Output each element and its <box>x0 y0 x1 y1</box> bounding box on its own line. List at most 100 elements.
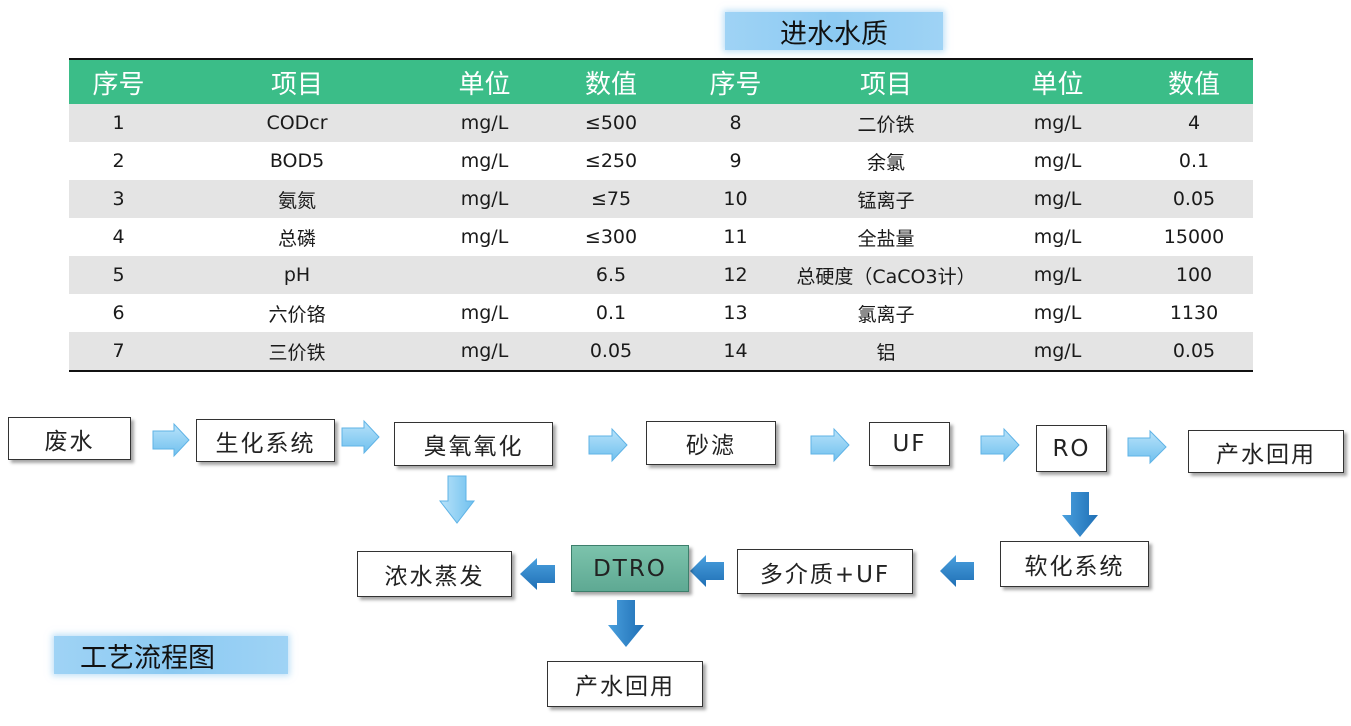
header-item-2: 项目 <box>792 59 980 104</box>
table-cell: 12 <box>679 256 792 294</box>
table-cell: CODcr <box>168 104 426 142</box>
node-label: UF <box>892 431 927 457</box>
node-label: DTRO <box>593 555 667 582</box>
node-label: RO <box>1052 435 1091 462</box>
node-reuse-1: 产水回用 <box>1188 430 1344 473</box>
water-quality-title: 进水水质 <box>725 12 943 50</box>
table-cell: pH <box>168 256 426 294</box>
table-cell: mg/L <box>980 256 1135 294</box>
node-label: 废水 <box>44 428 95 455</box>
table-cell <box>426 256 543 294</box>
table-cell: 10 <box>679 180 792 218</box>
water-quality-title-text: 进水水质 <box>780 18 888 50</box>
table-cell: 14 <box>679 332 792 371</box>
table-cell: 0.05 <box>1135 332 1253 371</box>
table-row: 3 氨氮 mg/L ≤75 10 锰离子 mg/L 0.05 <box>69 180 1253 218</box>
arrow-left-icon <box>940 555 974 587</box>
node-concentrate-evaporation: 浓水蒸发 <box>357 551 512 597</box>
table-cell: 0.05 <box>543 332 679 371</box>
arrow-right-icon <box>152 422 190 458</box>
table-cell: 6 <box>69 294 168 332</box>
arrow-down-icon <box>438 475 476 524</box>
table-cell: 0.1 <box>543 294 679 332</box>
table-row: 2 BOD5 mg/L ≤250 9 余氯 mg/L 0.1 <box>69 142 1253 180</box>
table-row: 7 三价铁 mg/L 0.05 14 铝 mg/L 0.05 <box>69 332 1253 371</box>
table-cell: 三价铁 <box>168 332 426 371</box>
arrow-left-icon <box>690 555 724 587</box>
process-flow-title-text: 工艺流程图 <box>80 642 215 674</box>
table-cell: mg/L <box>980 180 1135 218</box>
table-row: 4 总磷 mg/L ≤300 11 全盐量 mg/L 15000 <box>69 218 1253 256</box>
table-cell: mg/L <box>426 142 543 180</box>
table-cell: mg/L <box>426 332 543 371</box>
table-cell: 1130 <box>1135 294 1253 332</box>
node-label: 软化系统 <box>1024 554 1125 580</box>
header-item-1: 项目 <box>168 59 426 104</box>
arrow-left-icon <box>520 558 555 590</box>
table-cell: 5 <box>69 256 168 294</box>
table-cell: 9 <box>679 142 792 180</box>
header-value-1: 数值 <box>543 59 679 104</box>
table-cell: 二价铁 <box>792 104 980 142</box>
arrow-right-icon <box>810 427 850 463</box>
table-header-row: 序号 项目 单位 数值 序号 项目 单位 数值 <box>69 59 1253 104</box>
table-cell: 0.05 <box>1135 180 1253 218</box>
table-cell: 全盐量 <box>792 218 980 256</box>
influent-quality-table: 序号 项目 单位 数值 序号 项目 单位 数值 1 CODcr mg/L ≤50… <box>69 58 1253 372</box>
table-cell: mg/L <box>426 218 543 256</box>
node-label: 生化系统 <box>215 430 316 457</box>
node-dtro: DTRO <box>571 545 689 592</box>
table-cell: mg/L <box>980 332 1135 371</box>
header-index-2: 序号 <box>679 59 792 104</box>
header-index-1: 序号 <box>69 59 168 104</box>
table-cell: 15000 <box>1135 218 1253 256</box>
arrow-down-icon <box>1062 492 1098 537</box>
table-cell: 总磷 <box>168 218 426 256</box>
arrow-right-icon <box>588 427 628 463</box>
table-cell: mg/L <box>426 294 543 332</box>
node-multimedia-uf: 多介质+UF <box>737 549 913 594</box>
process-flow-title: 工艺流程图 <box>54 636 288 674</box>
table-cell: 7 <box>69 332 168 371</box>
node-ozone-oxidation: 臭氧氧化 <box>394 422 553 466</box>
table-cell: BOD5 <box>168 142 426 180</box>
node-label: 产水回用 <box>1216 441 1316 468</box>
table-cell: 氯离子 <box>792 294 980 332</box>
table-cell: 4 <box>69 218 168 256</box>
table-cell: 余氯 <box>792 142 980 180</box>
table-cell: mg/L <box>980 142 1135 180</box>
table-cell: ≤75 <box>543 180 679 218</box>
table-cell: 锰离子 <box>792 180 980 218</box>
table-cell: 11 <box>679 218 792 256</box>
table-row: 1 CODcr mg/L ≤500 8 二价铁 mg/L 4 <box>69 104 1253 142</box>
arrow-right-icon <box>980 427 1020 463</box>
table-cell: ≤500 <box>543 104 679 142</box>
table-cell: 4 <box>1135 104 1253 142</box>
table-cell: mg/L <box>426 180 543 218</box>
table-cell: 2 <box>69 142 168 180</box>
table-cell: mg/L <box>426 104 543 142</box>
node-wastewater: 废水 <box>8 417 131 460</box>
table-cell: mg/L <box>980 104 1135 142</box>
node-label: 砂滤 <box>686 433 736 459</box>
table-row: 6 六价铬 mg/L 0.1 13 氯离子 mg/L 1130 <box>69 294 1253 332</box>
table-cell: 100 <box>1135 256 1253 294</box>
table-cell: 氨氮 <box>168 180 426 218</box>
table-cell: 6.5 <box>543 256 679 294</box>
node-label: 浓水蒸发 <box>384 564 485 590</box>
arrow-right-icon <box>1127 429 1167 465</box>
node-label: 臭氧氧化 <box>423 434 524 460</box>
node-sand-filter: 砂滤 <box>646 421 776 465</box>
table-cell: mg/L <box>980 218 1135 256</box>
header-unit-1: 单位 <box>426 59 543 104</box>
table-cell: mg/L <box>980 294 1135 332</box>
table-row: 5 pH 6.5 12 总硬度（CaCO3计） mg/L 100 <box>69 256 1253 294</box>
node-biochem-system: 生化系统 <box>196 419 335 462</box>
node-uf: UF <box>869 422 950 466</box>
table-cell: 六价铬 <box>168 294 426 332</box>
node-label: 产水回用 <box>575 674 675 700</box>
table-cell: 13 <box>679 294 792 332</box>
header-value-2: 数值 <box>1135 59 1253 104</box>
table-cell: ≤300 <box>543 218 679 256</box>
